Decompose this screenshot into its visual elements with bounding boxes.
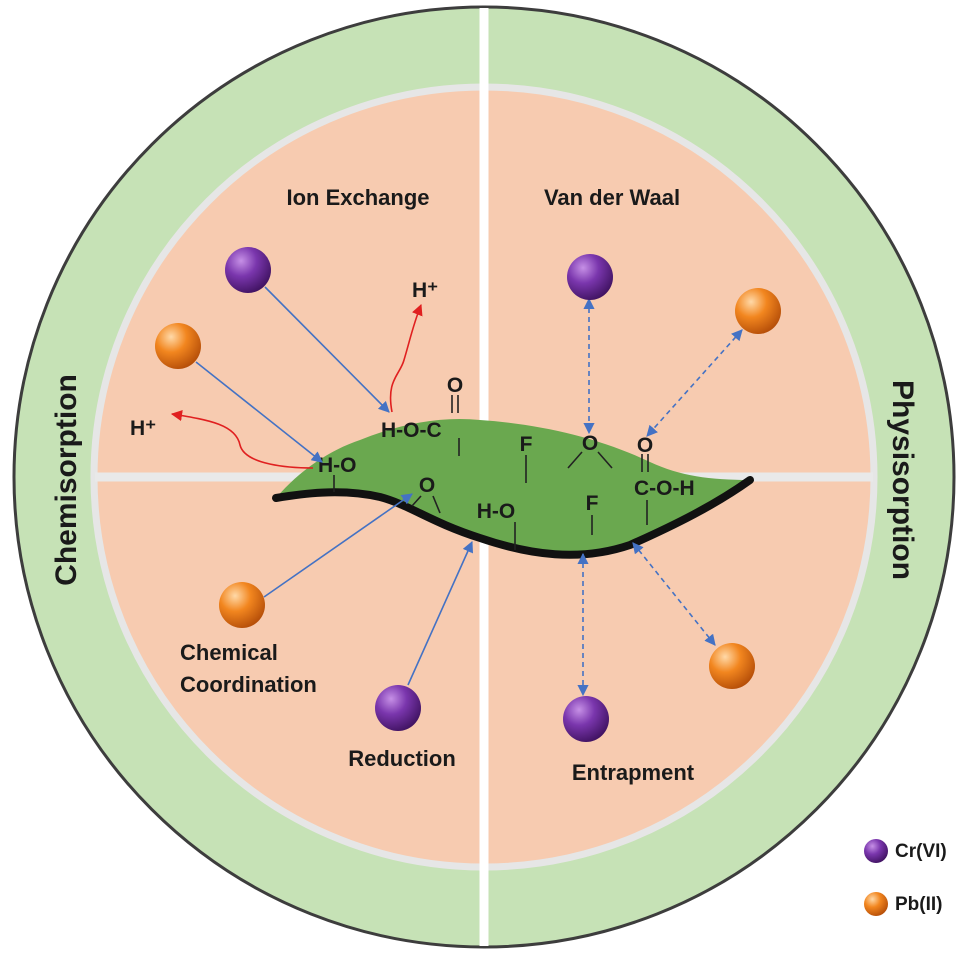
- ion-exchange-arrow-cr: [264, 286, 390, 413]
- chemical-coordination-title-line2: Coordination: [180, 672, 317, 697]
- chemisorption-label: Chemisorption: [50, 374, 83, 586]
- legend-cr-swatch: [864, 839, 888, 863]
- ho-group-lower: H-O: [477, 500, 516, 523]
- hoc-group: H-O-C: [381, 419, 442, 442]
- coordination-arrow-pb: [263, 493, 413, 598]
- legend-pb-label: Pb(II): [895, 894, 943, 915]
- carbonyl-oxygen-right: O: [637, 434, 653, 457]
- ho-group-left: H-O: [318, 454, 357, 477]
- cr-ion-ion-exchange: [225, 247, 271, 293]
- reduction-title: Reduction: [348, 746, 456, 771]
- pb-ion-entrapment: [709, 643, 755, 689]
- h-plus-product-1: H⁺: [412, 279, 438, 302]
- fluorine-lower: F: [586, 492, 599, 515]
- fluorine-top: F: [520, 433, 533, 456]
- surface-bonds: [333, 395, 649, 550]
- oxygen-top: O: [582, 432, 598, 455]
- h-plus-product-2: H⁺: [130, 417, 156, 440]
- legend-pb-swatch: [864, 892, 888, 916]
- cr-ion-van-der-waal: [567, 254, 613, 300]
- cr-ion-reduction: [375, 685, 421, 731]
- ion-exchange-arrow-pb: [195, 361, 323, 463]
- ion-exchange-title: Ion Exchange: [286, 185, 429, 210]
- cr-ion-entrapment: [563, 696, 609, 742]
- legend: Cr(VI) Pb(II): [864, 839, 947, 916]
- pb-ion-ion-exchange: [155, 323, 201, 369]
- proton-release-arrow-1: [389, 303, 423, 413]
- reduction-arrow-cr: [407, 540, 473, 686]
- proton-release-arrow-2: [170, 410, 314, 469]
- physisorption-label: Physisorption: [886, 380, 919, 580]
- physisorption-arrows: [577, 297, 743, 697]
- entrapment-title: Entrapment: [572, 760, 695, 785]
- legend-cr-label: Cr(VI): [895, 841, 947, 862]
- pb-ion-coordination: [219, 582, 265, 628]
- adsorbent-sheet: [276, 418, 750, 555]
- chemical-coordination-title-line1: Chemical: [180, 640, 278, 665]
- sheet-edge: [272, 476, 754, 559]
- oxygen-lower: O: [419, 474, 435, 497]
- van-der-waal-title: Van der Waal: [544, 185, 680, 210]
- pb-ion-van-der-waal: [735, 288, 781, 334]
- coh-group: C-O-H: [634, 477, 695, 500]
- carbonyl-oxygen-left: O: [447, 374, 463, 397]
